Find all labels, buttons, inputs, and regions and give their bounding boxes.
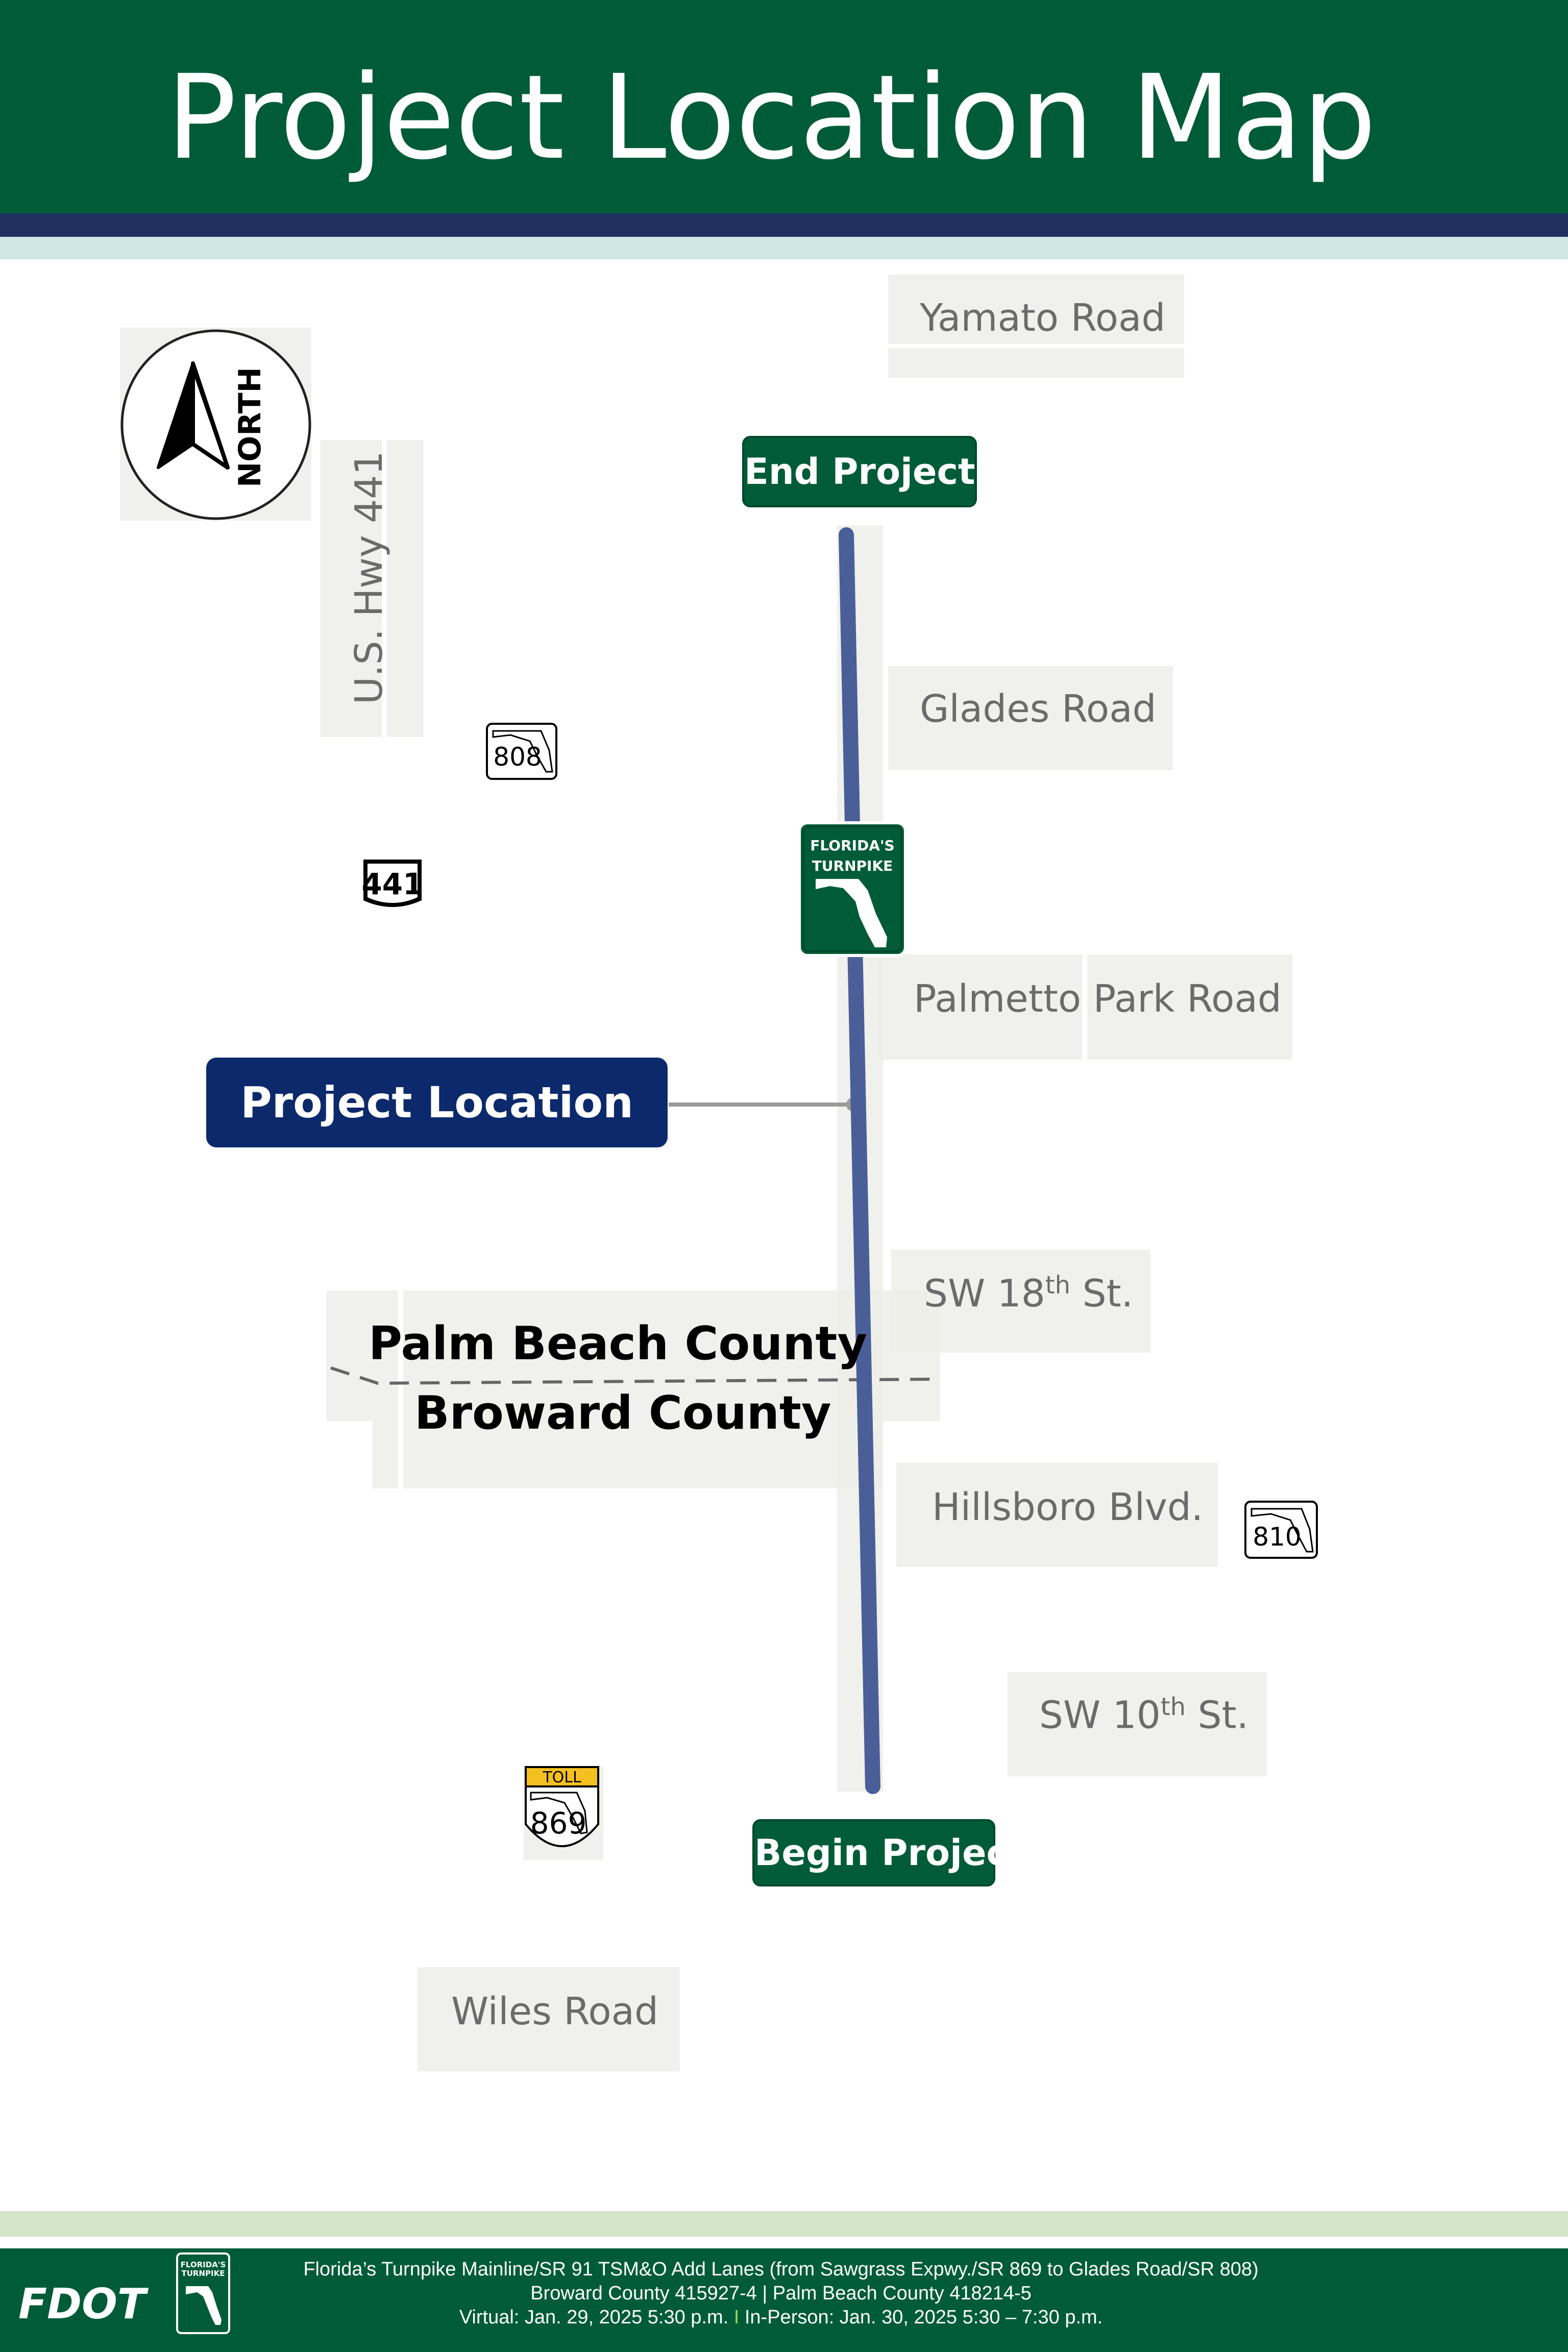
us441-number: 441 [361,867,423,901]
map-tile-hillsboro [896,1463,1218,1567]
footer: FDOT FLORIDA'S TURNPIKE Florida’s Turnpi… [0,2248,1568,2352]
project-corridor-line[interactable] [839,527,880,1794]
compass-label: NORTH [232,367,268,487]
sr808-number: 808 [493,742,542,772]
footer-band [0,2211,1568,2237]
sw10-main: SW 10 [1039,1693,1161,1737]
county-label-broward: Broward County [414,1386,831,1440]
sr869-toll-shield: TOLL 869 [525,1766,599,1847]
page-title: Project Location Map [166,50,1377,185]
sr808-shield: 808 [486,723,557,780]
footer-line1: Florida’s Turnpike Mainline/SR 91 TSM&O … [303,2259,1259,2280]
map-tile-line [1082,954,1087,1060]
toll-label: TOLL [542,1769,581,1786]
florida-state-icon [186,2286,222,2325]
sw18-tail: St. [1070,1271,1134,1316]
footer-line3: Virtual: Jan. 29, 2025 5:30 p.m. I In-Pe… [219,2306,1342,2330]
north-arrow-compass: NORTH [120,329,311,520]
turnpike-shield-line1: FLORIDA'S [810,837,894,854]
mini-logo-line1: FLORIDA'S [180,2260,226,2269]
county-boundary-line [330,1366,940,1385]
road-label-us441: U.S. Hwy 441 [347,451,391,704]
sw18-sup: th [1045,1271,1071,1300]
map-tile-yamato [888,275,1184,378]
footer-separator: I [733,2307,740,2328]
road-label-wiles: Wiles Road [451,1990,658,2033]
project-location-label: Project Location [206,1058,668,1147]
road-label-yamato: Yamato Road [920,296,1166,340]
map-tile-line [382,440,387,737]
road-label-glades: Glades Road [920,687,1157,731]
county-label-palm-beach: Palm Beach County [369,1317,868,1370]
mini-logo-line2: TURNPIKE [181,2269,225,2278]
map-tile-glades [888,666,1173,770]
us441-shield: 441 [361,860,424,907]
map-tile-sw10 [1008,1672,1267,1776]
end-project-label: End Project [742,436,977,507]
header-stripe-navy [0,213,1568,237]
map-tile-wiles [418,1967,680,2071]
road-label-hillsboro: Hillsboro Blvd. [932,1485,1204,1529]
turnpike-shield-line2: TURNPIKE [812,857,893,874]
sr869-number: 869 [530,1806,587,1841]
sw10-tail: St. [1186,1693,1249,1737]
florida-turnpike-shield: FLORIDA'S TURNPIKE [798,821,907,957]
florida-outline-icon [492,730,553,773]
footer-in-person: In-Person: Jan. 30, 2025 5:30 – 7:30 p.m… [739,2307,1103,2328]
map-tile-county-line-lower [373,1421,883,1488]
sw10-sup: th [1160,1693,1186,1721]
road-label-sw18: SW 18th St. [924,1271,1133,1316]
header-banner: Project Location Map [0,0,1568,213]
road-label-palmetto: Palmetto Park Road [914,977,1282,1021]
header-stripe-light [0,237,1568,259]
sr810-shield: 810 [1244,1501,1318,1559]
footer-virtual: Virtual: Jan. 29, 2025 5:30 p.m. [459,2307,734,2328]
florida-outline-icon [1251,1508,1314,1553]
begin-project-label: Begin Project [752,1819,1024,1886]
map-tile-us441 [321,440,424,737]
map-tile-line [398,1290,403,1488]
florida-outline-icon [530,1792,588,1834]
sr810-number: 810 [1253,1522,1301,1552]
map-tile-county-line [327,1290,940,1421]
turnpike-mini-logo: FLORIDA'S TURNPIKE [176,2252,230,2334]
footer-project-info: Florida’s Turnpike Mainline/SR 91 TSM&O … [219,2258,1342,2330]
footer-line2: Broward County 415927-4 | Palm Beach Cou… [530,2283,1032,2304]
florida-state-icon [816,879,887,947]
sw18-main: SW 18 [924,1271,1045,1316]
map-tile-line [888,344,1184,348]
road-label-sw10: SW 10th St. [1039,1693,1248,1737]
fdot-logo: FDOT [18,2280,146,2329]
